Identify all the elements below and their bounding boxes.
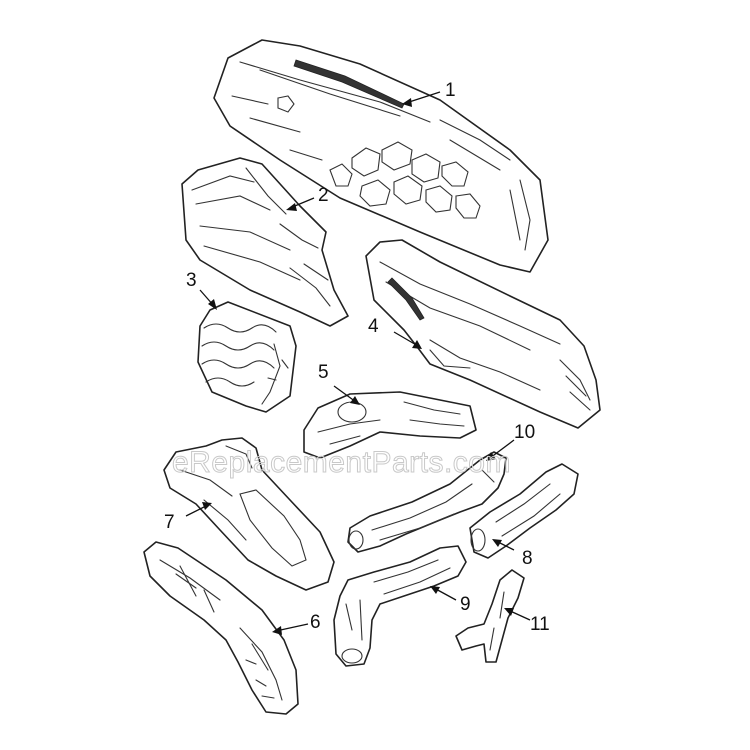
callout-9: 9 [460,594,471,615]
part-7-oval-log[interactable] [163,437,335,591]
callout-3: 3 [186,270,197,291]
callout-11: 11 [530,614,550,635]
callout-7: 7 [164,512,175,533]
watermark-text: eReplacementParts.com [172,446,511,479]
part-3-ember-block[interactable] [197,301,297,413]
part-9-stump-log[interactable] [333,545,467,667]
part-11-forked-branch[interactable] [455,569,525,663]
part-5-split-log[interactable] [303,391,477,459]
callout-4: 4 [368,316,379,337]
part-1-rear-log[interactable] [213,39,549,273]
callout-5: 5 [318,362,329,383]
part-6-curved-log[interactable] [143,541,299,715]
callout-10: 10 [514,422,535,443]
part-10-branch-log[interactable] [347,451,507,553]
callout-labels: 1 2 3 4 5 6 7 8 9 10 11 [164,80,550,635]
callout-1: 1 [445,80,456,101]
callout-8: 8 [522,548,533,569]
callout-6: 6 [310,612,321,633]
leader-lines [185,91,531,635]
callout-2: 2 [318,185,329,206]
part-4-right-log[interactable] [365,239,601,429]
part-8-medium-log[interactable] [469,463,579,559]
part-2-left-log[interactable] [181,157,349,327]
